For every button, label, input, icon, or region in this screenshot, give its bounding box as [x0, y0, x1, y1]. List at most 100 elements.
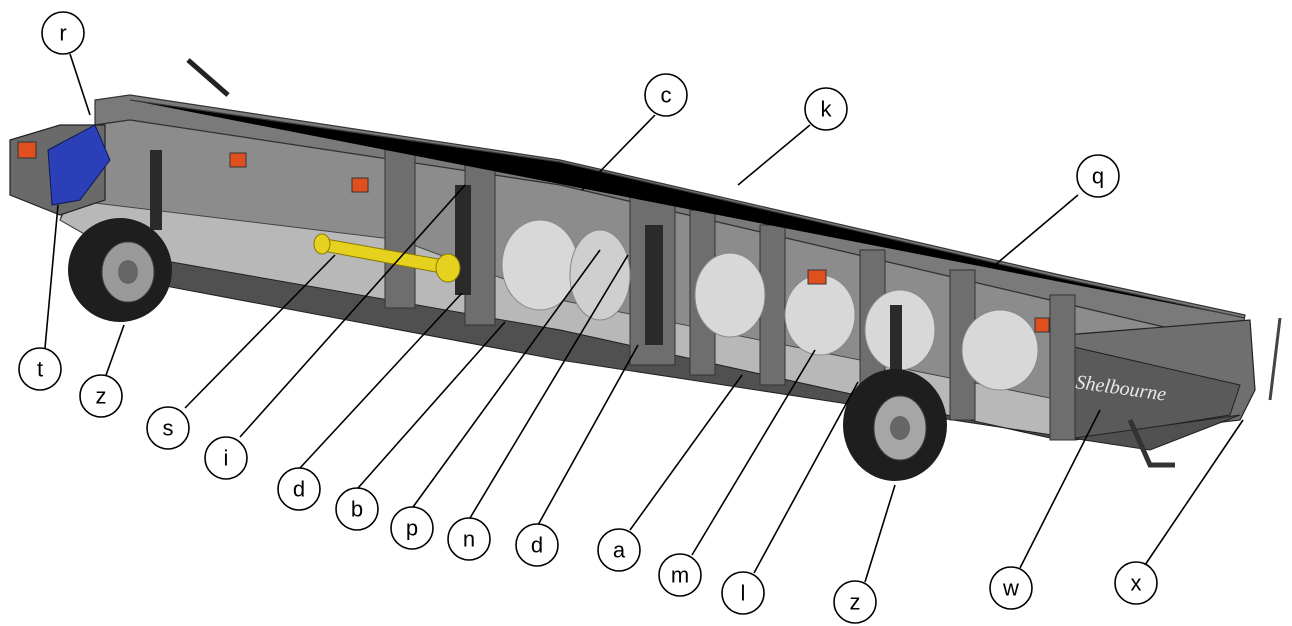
leader-q [994, 194, 1079, 266]
leader-s [184, 254, 336, 409]
callouts: r t z s i d b p [18, 11, 1158, 624]
callout-label: c [661, 83, 672, 108]
light [351, 177, 369, 193]
callout-circle [79, 374, 123, 418]
callout-t: t [18, 347, 62, 391]
callout-label: w [1002, 576, 1019, 601]
callout-a: a [597, 528, 641, 572]
spring [645, 225, 663, 345]
gearbox [47, 124, 111, 206]
callout-circle [644, 73, 688, 117]
leader-n [469, 254, 629, 519]
stand-leg [1127, 418, 1175, 468]
upright-8 [1049, 294, 1076, 441]
leader-d2 [537, 344, 639, 526]
callout-circle [989, 566, 1033, 610]
hub [118, 260, 138, 284]
callout-circle [447, 517, 491, 561]
leader-lines [44, 53, 1244, 583]
spring [150, 150, 162, 230]
tail-lights [17, 141, 1050, 333]
leader-a [629, 374, 743, 531]
callout-x: x [1114, 561, 1158, 605]
leader-t [44, 204, 59, 349]
leader-b [357, 321, 506, 489]
callout-circle [1076, 154, 1120, 198]
driveshaft [313, 233, 461, 283]
callout-circle [204, 436, 248, 480]
callout-label: t [37, 357, 43, 382]
mast-rod [1268, 317, 1282, 401]
callout-circle [41, 11, 85, 55]
callout-label: z [850, 590, 861, 615]
leader-l [753, 381, 859, 574]
spring [455, 185, 471, 295]
callout-label: x [1131, 571, 1142, 596]
callout-l: l [721, 571, 765, 615]
auger-flight [569, 229, 631, 321]
callout-r: r [41, 11, 85, 55]
callout-label: m [671, 563, 689, 588]
leader-i [239, 184, 466, 438]
leader-w [1019, 409, 1101, 569]
callout-circle [146, 406, 190, 450]
callout-m: m [658, 553, 702, 597]
hitch-handle [186, 58, 230, 97]
leader-c [581, 114, 656, 191]
callout-i: i [204, 436, 248, 480]
light [1034, 317, 1050, 333]
callout-c: c [644, 73, 688, 117]
light [807, 269, 827, 285]
callout-q: q [1076, 154, 1120, 198]
driveshaft-yoke [435, 253, 461, 283]
callout-label: l [741, 581, 746, 606]
callout-circle [335, 487, 379, 531]
left-wheel [68, 218, 172, 322]
callout-circle [658, 553, 702, 597]
light [229, 152, 247, 168]
callout-d1: d [277, 467, 321, 511]
callout-circle [804, 87, 848, 131]
callout-label: b [351, 497, 363, 522]
callout-d2: d [515, 523, 559, 567]
callout-s: s [146, 406, 190, 450]
leader-p [412, 249, 601, 508]
callout-circle [721, 571, 765, 615]
auger-flight [961, 309, 1039, 391]
callout-circle [597, 528, 641, 572]
callout-label: d [531, 533, 543, 558]
callout-b: b [335, 487, 379, 531]
callout-label: r [59, 21, 66, 46]
light [17, 141, 37, 159]
callout-circle [833, 580, 877, 624]
callout-label: p [406, 516, 418, 541]
callout-n: n [447, 517, 491, 561]
auger-flight [784, 274, 856, 356]
right-wheel [843, 369, 947, 481]
callout-w: w [989, 566, 1033, 610]
leader-x [1144, 419, 1244, 566]
callout-label: i [224, 446, 229, 471]
leader-r [69, 53, 91, 116]
leader-m [691, 349, 816, 556]
spring [890, 305, 902, 380]
leader-z2 [864, 484, 896, 583]
callout-label: s [163, 416, 174, 441]
callout-label: n [463, 527, 475, 552]
callout-z1: z [79, 374, 123, 418]
auger-flight [694, 252, 766, 338]
callout-circle [515, 523, 559, 567]
callout-k: k [804, 87, 848, 131]
leader-d1 [299, 292, 463, 469]
callout-label: z [96, 384, 107, 409]
callout-circle [1114, 561, 1158, 605]
upright-1 [384, 147, 416, 309]
callout-label: d [293, 477, 305, 502]
callout-z2: z [833, 580, 877, 624]
callout-p: p [390, 506, 434, 550]
callout-label: k [821, 97, 833, 122]
hub [890, 416, 910, 440]
rail-edge [129, 99, 1246, 319]
leader-z1 [104, 324, 125, 379]
